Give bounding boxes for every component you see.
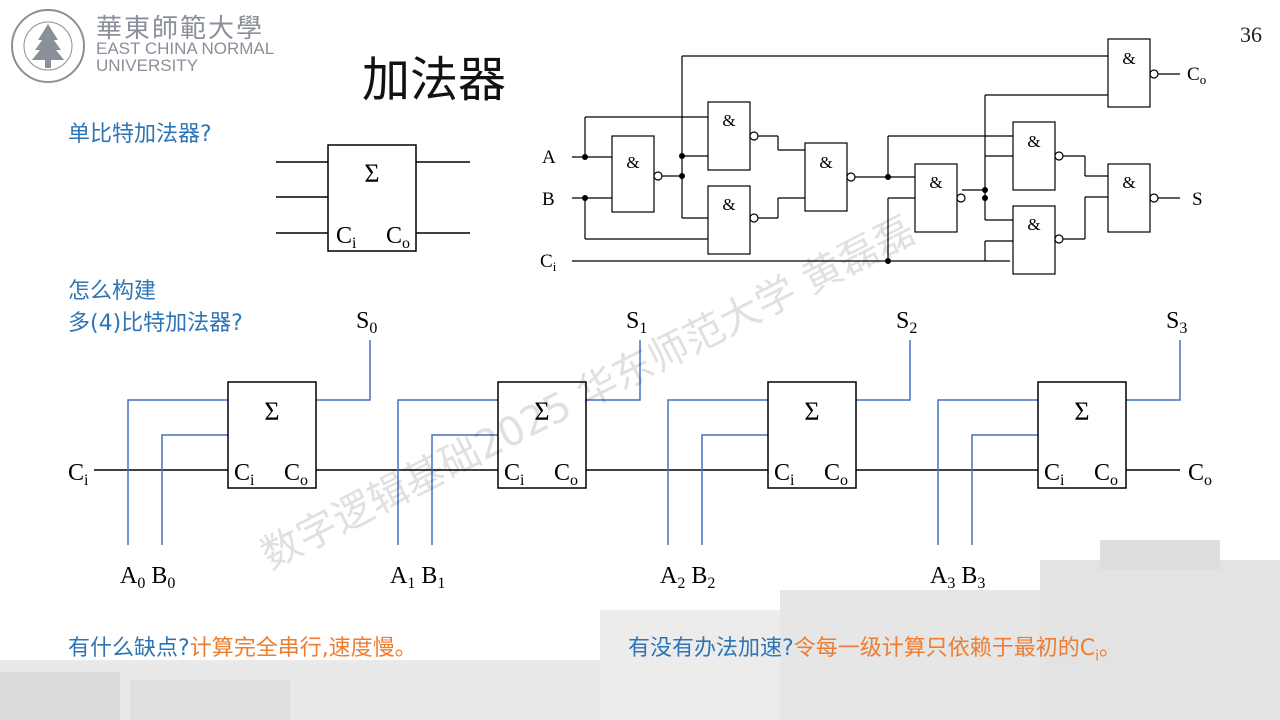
gate-input-ci: Ci	[540, 251, 557, 274]
page-number: 36	[1240, 22, 1262, 47]
adder-sum-symbol: Σ	[534, 397, 549, 426]
sum-output-wire	[316, 340, 371, 401]
single-adder-co-label: Co	[386, 223, 410, 252]
gate-label: &	[1027, 215, 1040, 234]
adder-ci-label: Ci	[1044, 460, 1065, 489]
gate-label: &	[1027, 132, 1040, 151]
adder-box	[497, 381, 587, 489]
adder-sum-symbol: Σ	[1074, 397, 1089, 426]
adder-box	[227, 381, 317, 489]
adder-co-label: Co	[1094, 460, 1118, 489]
logo-text-chinese: 華東師範大學	[96, 14, 265, 44]
gate-label: &	[819, 153, 832, 172]
bottom-left-text: 有什么缺点?计算完全串行,速度慢。	[68, 630, 417, 662]
gate-label: &	[626, 153, 639, 172]
single-bit-adder	[276, 144, 470, 252]
gate-label: &	[722, 111, 735, 130]
sum-output-wire	[1126, 340, 1181, 401]
gate-input-b: B	[542, 189, 555, 210]
gate-label: &	[929, 173, 942, 192]
gate-label: &	[1122, 49, 1135, 68]
input-b-wire	[431, 434, 498, 545]
gate-and-labels: & & & & & & & & &	[626, 49, 1135, 234]
question-multi-bit-line2: 多(4)比特加法器?	[68, 311, 243, 336]
sum-output-wire	[856, 340, 911, 401]
input-b-wire	[161, 434, 228, 545]
input-b-wire	[971, 434, 1038, 545]
adder-sum-symbol: Σ	[804, 397, 819, 426]
slide-title: 加法器	[362, 52, 507, 108]
speedup-answer: 令每一级计算只依赖于最初的Ci。	[793, 636, 1121, 665]
gate-junction-dots	[582, 153, 988, 264]
drawback-question: 有什么缺点?	[68, 636, 190, 661]
question-single-bit: 单比特加法器?	[68, 122, 212, 147]
adder-ci-label: Ci	[774, 460, 795, 489]
sum-output-label: S2	[896, 308, 917, 337]
speedup-question: 有没有办法加速?	[628, 636, 794, 661]
gate-input-a: A	[542, 147, 556, 168]
question-multi-bit: 怎么构建 多(4)比特加法器?	[68, 276, 243, 340]
drawback-answer: 计算完全串行,速度慢。	[189, 636, 417, 661]
logo-text-english-line1: EAST CHINA NORMAL	[96, 39, 275, 58]
input-a-wire	[127, 399, 228, 545]
adder-co-label: Co	[824, 460, 848, 489]
logo-text-english-line2: UNIVERSITY	[96, 56, 199, 75]
sum-output-wire	[586, 340, 641, 401]
adder-box	[767, 381, 857, 489]
sum-output-label: S0	[356, 308, 377, 337]
question-multi-bit-line1: 怎么构建	[68, 279, 157, 304]
input-a-wire	[667, 399, 768, 545]
adder-co-label: Co	[554, 460, 578, 489]
bottom-right-text: 有没有办法加速?令每一级计算只依赖于最初的Ci。	[628, 630, 1121, 664]
university-seal-icon	[11, 9, 85, 83]
sum-output-label: S1	[626, 308, 647, 337]
input-b-wire	[701, 434, 768, 545]
adder-ci-label: Ci	[234, 460, 255, 489]
gate-label: &	[1122, 173, 1135, 192]
adder-sum-symbol: Σ	[264, 397, 279, 426]
sum-output-label: S3	[1166, 308, 1187, 337]
single-adder-sum-symbol: Σ	[364, 159, 379, 188]
single-adder-ci-label: Ci	[336, 223, 357, 252]
ripple-carry-out-label: Co	[1188, 460, 1212, 489]
adder-ci-label: Ci	[504, 460, 525, 489]
adder-box	[1037, 381, 1127, 489]
gate-output-co: Co	[1187, 64, 1206, 87]
logo-text-english: EAST CHINA NORMAL UNIVERSITY	[96, 40, 274, 74]
ripple-carry-in-label: Ci	[68, 460, 89, 489]
gate-output-s: S	[1192, 189, 1203, 210]
gate-level-full-adder	[572, 38, 1180, 275]
input-a-wire	[397, 399, 498, 545]
adder-co-label: Co	[284, 460, 308, 489]
input-a-wire	[937, 399, 1038, 545]
gate-label: &	[722, 195, 735, 214]
